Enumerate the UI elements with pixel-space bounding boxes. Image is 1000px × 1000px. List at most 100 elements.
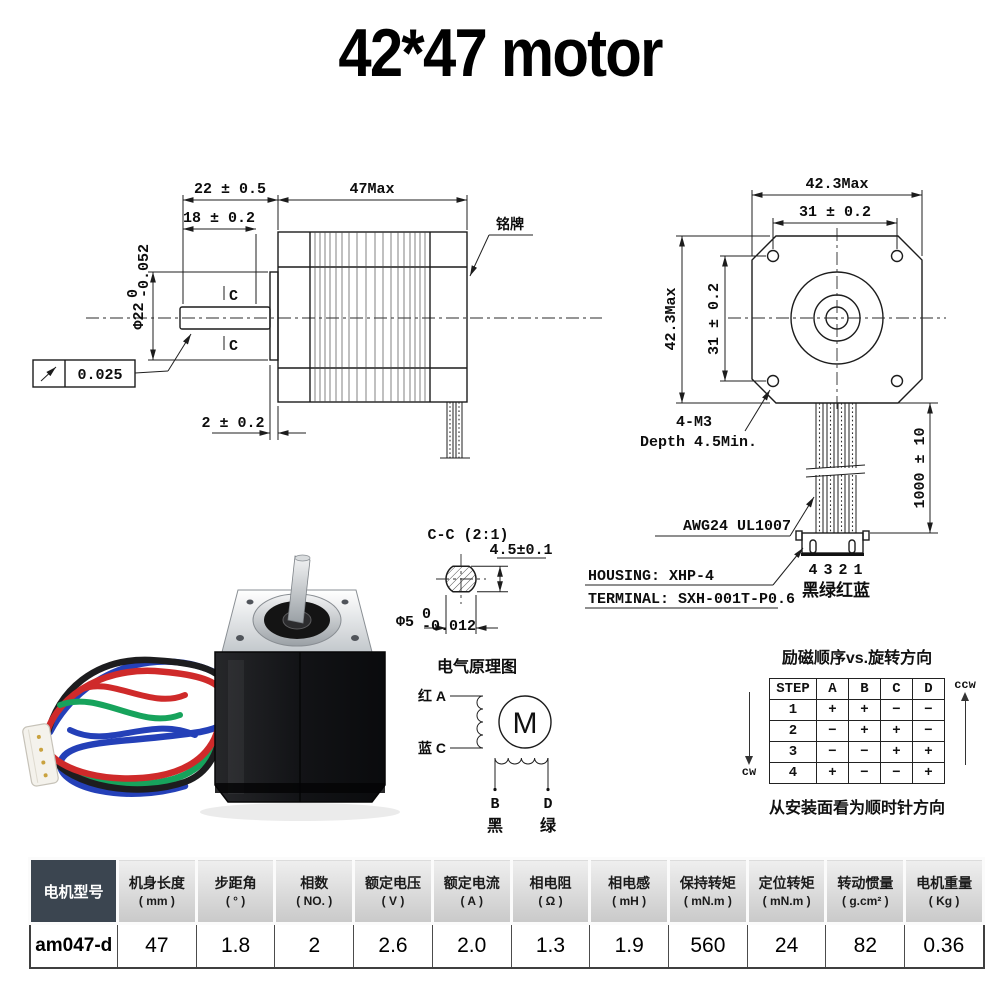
spec-header-col: 步距角( ° ) bbox=[194, 857, 277, 925]
motor-body-photo bbox=[214, 651, 386, 803]
dim-shaft-exposed-text: 18 ± 0.2 bbox=[183, 210, 255, 227]
spec-header-model: 电机型号 bbox=[28, 857, 119, 925]
spec-model-value: am047-d bbox=[29, 923, 118, 969]
dim-diameter-text: Φ5 bbox=[396, 614, 414, 631]
pin-colors-label: 黑绿红蓝 bbox=[802, 580, 870, 600]
mounting-hole bbox=[890, 249, 904, 263]
section-markers: C C bbox=[223, 286, 238, 355]
spec-header-row: 电机型号 机身长度( mm ) 步距角( ° ) 相数( NO. ) 额定电压(… bbox=[28, 857, 985, 925]
spec-header-col: 相数( NO. ) bbox=[273, 857, 356, 925]
cw-arrow: cw bbox=[734, 692, 764, 779]
dim-face-width: 42.3Max bbox=[751, 176, 923, 256]
spec-data-row: am047-d 47 1.8 2 2.6 2.0 1.3 1.9 560 24 … bbox=[29, 923, 984, 969]
lead-wires-side bbox=[440, 402, 470, 459]
pin-labels: 4 3 2 1 黑绿红蓝 bbox=[802, 562, 870, 600]
dim-hole-span-v-text: 31 ± 0.2 bbox=[706, 283, 723, 355]
shaft-side bbox=[179, 306, 271, 330]
dim-face-width-text: 42.3Max bbox=[805, 176, 868, 193]
motor-symbol-text: M bbox=[513, 707, 538, 740]
sequence-title: 励磁顺序vs.旋转方向 bbox=[781, 650, 933, 667]
section-marker-bottom: C bbox=[229, 338, 238, 355]
mount-note-line2: Depth 4.5Min. bbox=[640, 434, 757, 451]
wire-spec-text: AWG24 UL1007 bbox=[683, 518, 791, 535]
section-and-schematic: C-C (2:1) 4.5±0.1 Φ5 0 -0.012 电 bbox=[396, 527, 557, 835]
spec-value: 47 bbox=[117, 923, 197, 969]
pin-number-4: 4 bbox=[808, 562, 817, 579]
runout-callout: 0.025 bbox=[32, 333, 192, 388]
side-view-drawing: 22 ± 0.5 47Max 18 ± 0.2 Φ22 0 -0.052 C bbox=[32, 181, 602, 459]
motor-body-side bbox=[86, 231, 602, 459]
mount-hole-callout: 4-M3 Depth 4.5Min. bbox=[640, 389, 771, 451]
dim-across-flats: 4.5±0.1 bbox=[471, 542, 553, 593]
seq-header-a: A bbox=[816, 678, 849, 700]
seq-header-d: D bbox=[912, 678, 945, 700]
lead-wire-bundle bbox=[805, 403, 866, 533]
spec-value: 1.9 bbox=[589, 923, 670, 969]
page-title: 42*47 motor bbox=[338, 15, 663, 91]
spec-table: 电机型号 机身长度( mm ) 步距角( ° ) 相数( NO. ) 额定电压(… bbox=[28, 857, 985, 969]
section-label: C-C (2:1) bbox=[427, 527, 508, 544]
wire-bundle-photo bbox=[40, 656, 245, 797]
spec-header-col: 机身长度( mm ) bbox=[116, 857, 198, 925]
dim-lead-length-text: 1000 ± 10 bbox=[912, 427, 929, 508]
dim-lead-length: 1000 ± 10 bbox=[868, 402, 938, 534]
ccw-label: ccw bbox=[954, 678, 976, 692]
spec-value: 82 bbox=[825, 923, 906, 969]
spec-header-col: 电机重量( Kg ) bbox=[903, 857, 985, 925]
phase-d-label: D bbox=[543, 796, 552, 813]
dim-shaft-diameter: Φ22 0 -0.052 bbox=[125, 244, 268, 361]
pilot-boss bbox=[269, 271, 279, 361]
pin-number-2: 2 bbox=[838, 562, 847, 579]
motor-symbol-circle bbox=[498, 695, 552, 749]
spec-value: 2.0 bbox=[431, 923, 512, 969]
seq-row-3: 3 − − + + bbox=[769, 741, 945, 763]
arrow-up-icon bbox=[961, 692, 969, 701]
spec-value: 560 bbox=[668, 923, 748, 969]
sequence-note: 从安装面看为顺时针方向 bbox=[768, 800, 945, 817]
phase-d-color: 绿 bbox=[540, 816, 557, 835]
dim-body-length-text: 47Max bbox=[349, 181, 394, 198]
connector-photo bbox=[22, 723, 59, 787]
dim-shaft-length-text: 22 ± 0.5 bbox=[194, 181, 266, 198]
excitation-sequence-block: 励磁顺序vs.旋转方向 cw STEP A B C D 1 + + bbox=[724, 644, 990, 818]
dim-shaft-dia-tol-lower: -0.052 bbox=[136, 244, 153, 298]
arrow-down-icon bbox=[745, 756, 753, 765]
phase-c-label: 蓝 C bbox=[418, 740, 446, 756]
spec-header-col: 保持转矩( mN.m ) bbox=[667, 857, 749, 925]
spec-value: 2 bbox=[274, 923, 355, 969]
dim-across-flats-text: 4.5±0.1 bbox=[489, 542, 552, 559]
dim-face-height: 42.3Max bbox=[663, 235, 770, 404]
nameplate-callout: 铭牌 bbox=[469, 216, 533, 277]
pin-number-1: 1 bbox=[853, 562, 862, 579]
phase-b-label: B bbox=[490, 796, 499, 813]
dia-tol-lower: -0.012 bbox=[422, 618, 476, 635]
spec-header-col: 额定电压( V ) bbox=[352, 857, 434, 925]
phase-a-label: 红 A bbox=[418, 688, 446, 704]
dim-body-length: 47Max bbox=[278, 181, 468, 230]
spec-header-col: 额定电流( A ) bbox=[430, 857, 513, 925]
spec-header-col: 相电阻( Ω ) bbox=[509, 857, 592, 925]
dia-tol-upper: 0 bbox=[422, 606, 431, 623]
spec-header-col: 定位转矩( mN.m ) bbox=[745, 857, 828, 925]
motor-photo bbox=[22, 554, 400, 821]
schematic-title: 电气原理图 bbox=[437, 657, 517, 676]
runout-value-text: 0.025 bbox=[77, 367, 122, 384]
mounting-hole bbox=[890, 374, 904, 388]
runout-symbol-icon bbox=[40, 366, 57, 382]
sequence-table: STEP A B C D 1 + + − − 2 − + + bbox=[769, 678, 945, 784]
phase-bd-coil bbox=[494, 757, 549, 765]
dim-shaft-exposed: 18 ± 0.2 bbox=[183, 210, 257, 304]
spec-value: 1.8 bbox=[195, 923, 276, 969]
section-marker-top: C bbox=[229, 288, 238, 305]
pin-number-3: 3 bbox=[823, 562, 832, 579]
terminal-note-text: TERMINAL: SXH-001T-P0.6 bbox=[588, 591, 795, 608]
wire-spec-callout: AWG24 UL1007 bbox=[655, 496, 815, 537]
seq-header-b: B bbox=[848, 678, 881, 700]
nameplate-label: 铭牌 bbox=[496, 216, 524, 232]
seq-row-2: 2 − + + − bbox=[769, 720, 945, 742]
seq-row-4: 4 + − − + bbox=[769, 762, 945, 784]
phase-b-color: 黑 bbox=[487, 817, 503, 835]
section-cc: C-C (2:1) 4.5±0.1 Φ5 0 -0.012 bbox=[396, 527, 553, 635]
dim-shaft-dia-text: Φ22 bbox=[131, 302, 148, 329]
mount-note-line1: 4-M3 bbox=[676, 414, 712, 431]
